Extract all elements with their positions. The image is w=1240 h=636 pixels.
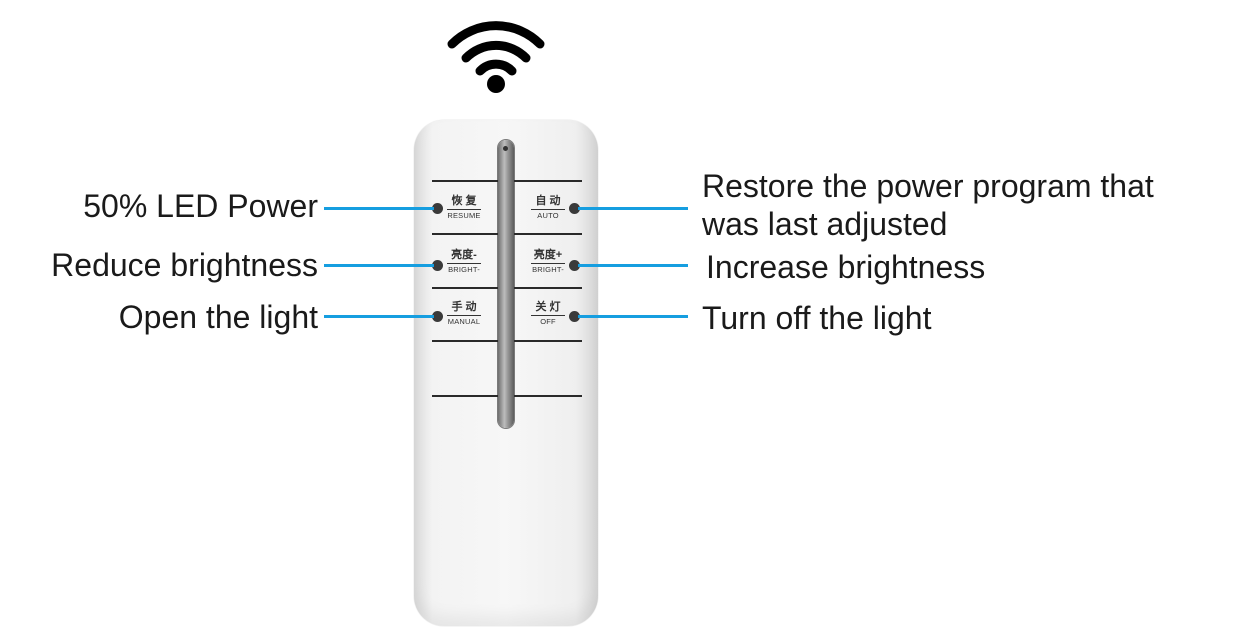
brightness-down-button[interactable]: 亮度- BRIGHT- (434, 250, 494, 274)
manual-button-en: MANUAL (447, 317, 481, 326)
callout-line-left (324, 264, 434, 267)
indicator-dot (503, 146, 508, 151)
callout-line-left (324, 315, 434, 318)
callout-dot (569, 311, 580, 322)
callout-dot (569, 203, 580, 214)
label-rule (531, 209, 565, 210)
callout-increase-brightness: Increase brightness (706, 249, 986, 285)
auto-button[interactable]: 自 动 AUTO (518, 196, 578, 220)
off-button[interactable]: 关 灯 OFF (518, 302, 578, 326)
button-divider (514, 233, 582, 235)
brightness-up-cn: 亮度+ (533, 249, 563, 261)
label-rule (447, 263, 481, 264)
callout-reduce-brightness: Reduce brightness (51, 247, 318, 283)
remote-center-slot (498, 140, 514, 428)
callout-dot (432, 203, 443, 214)
resume-button[interactable]: 恢 复 RESUME (434, 196, 494, 220)
brightness-down-en: BRIGHT- (448, 265, 480, 274)
wifi-signal-icon (447, 21, 545, 93)
brightness-up-en: BRIGHT- (532, 265, 564, 274)
auto-button-cn: 自 动 (535, 195, 561, 207)
callout-open-light: Open the light (118, 299, 318, 335)
button-divider (514, 180, 582, 182)
button-divider (432, 287, 498, 289)
label-rule (531, 263, 565, 264)
auto-button-en: AUTO (537, 211, 559, 220)
brightness-down-cn: 亮度- (451, 249, 477, 261)
button-divider (514, 340, 582, 342)
label-rule (447, 315, 481, 316)
manual-button[interactable]: 手 动 MANUAL (434, 302, 494, 326)
label-rule (531, 315, 565, 316)
resume-button-cn: 恢 复 (451, 195, 477, 207)
callout-line-left (324, 207, 434, 210)
manual-button-cn: 手 动 (451, 301, 477, 313)
button-divider (432, 180, 498, 182)
button-divider (432, 233, 498, 235)
callout-restore-line1: Restore the power program that (702, 168, 1154, 204)
callout-dot (432, 311, 443, 322)
callout-line-right (578, 315, 688, 318)
button-divider (432, 395, 498, 397)
brightness-up-button[interactable]: 亮度+ BRIGHT- (518, 250, 578, 274)
callout-led-power: 50% LED Power (83, 188, 318, 224)
off-button-cn: 关 灯 (535, 301, 561, 313)
callout-line-right (578, 264, 688, 267)
resume-button-en: RESUME (447, 211, 481, 220)
off-button-en: OFF (540, 317, 556, 326)
button-divider (514, 287, 582, 289)
callout-dot (432, 260, 443, 271)
callout-line-right (578, 207, 688, 210)
callout-restore-line2: was last adjusted (702, 206, 948, 242)
button-divider (514, 395, 582, 397)
callout-dot (569, 260, 580, 271)
label-rule (447, 209, 481, 210)
callout-turn-off-light: Turn off the light (702, 300, 932, 336)
button-divider (432, 340, 498, 342)
